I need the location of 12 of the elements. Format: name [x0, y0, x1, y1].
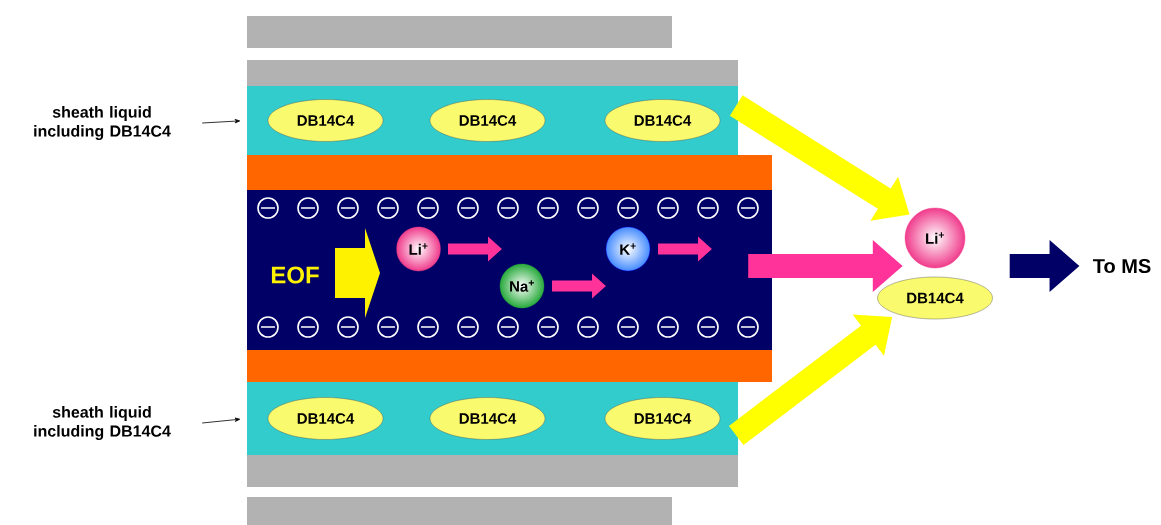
annotation-text: sheath liquid including DB14C4 [34, 106, 171, 140]
annotation-text: sheath liquid including DB14C4 [34, 406, 171, 440]
arrow [201, 417, 241, 424]
wall-bar [247, 16, 672, 48]
wall-bar [247, 455, 738, 487]
wall-bar [247, 497, 672, 525]
wall-bar [247, 60, 738, 86]
coating-bar [247, 155, 772, 190]
coating-bar [247, 350, 772, 382]
destination-text: To MS [1093, 258, 1151, 274]
arrow [201, 119, 241, 124]
flow-label: EOF [271, 266, 319, 284]
